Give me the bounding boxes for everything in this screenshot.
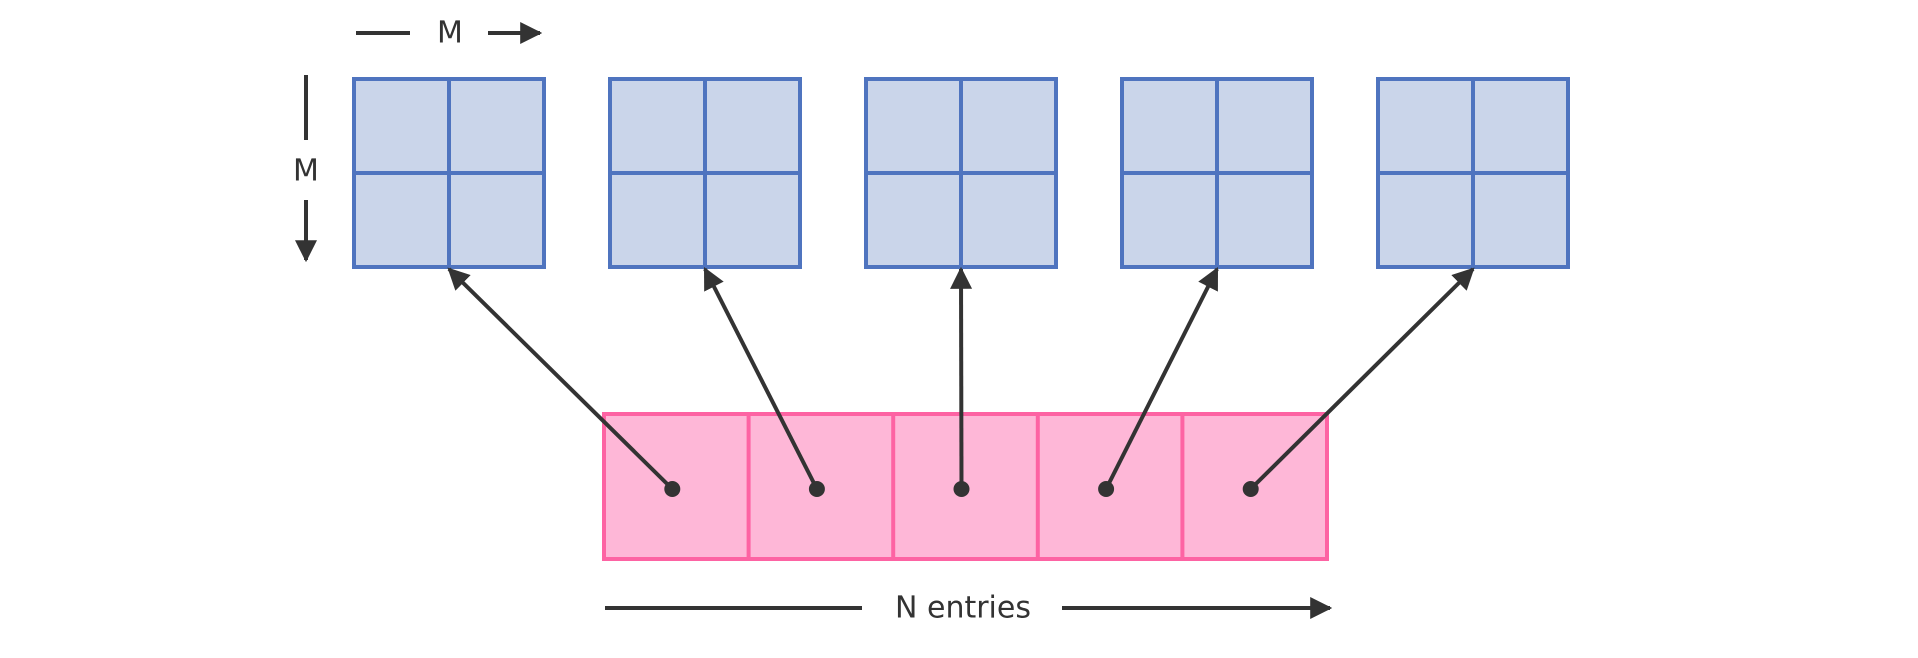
block bbox=[608, 77, 802, 269]
block bbox=[1120, 77, 1314, 269]
width-dimension-label: M bbox=[437, 16, 463, 51]
height-dimension-label: M bbox=[293, 154, 319, 189]
pointer-origin-dot bbox=[1098, 481, 1115, 497]
pointer-origin-dot bbox=[664, 481, 681, 497]
block bbox=[352, 77, 546, 269]
pointer-arrow bbox=[1249, 267, 1475, 491]
block-row bbox=[352, 77, 1570, 269]
pointer-arrow bbox=[1104, 267, 1219, 490]
width-dimension: M bbox=[356, 16, 543, 51]
pointer-origin-dot bbox=[808, 481, 825, 497]
entries-dimension: N entries bbox=[605, 591, 1333, 626]
pointer-arrow bbox=[703, 267, 819, 490]
pointer-arrow bbox=[447, 267, 674, 491]
pointer-origin-dot bbox=[1242, 481, 1259, 497]
pointer-origin-dot bbox=[953, 481, 970, 497]
entries-dimension-label: N entries bbox=[895, 591, 1031, 626]
block bbox=[1376, 77, 1570, 269]
pointer-arrow bbox=[950, 266, 973, 490]
block bbox=[864, 77, 1058, 269]
pointer-arrows bbox=[447, 266, 1475, 497]
height-dimension: M bbox=[293, 75, 319, 263]
